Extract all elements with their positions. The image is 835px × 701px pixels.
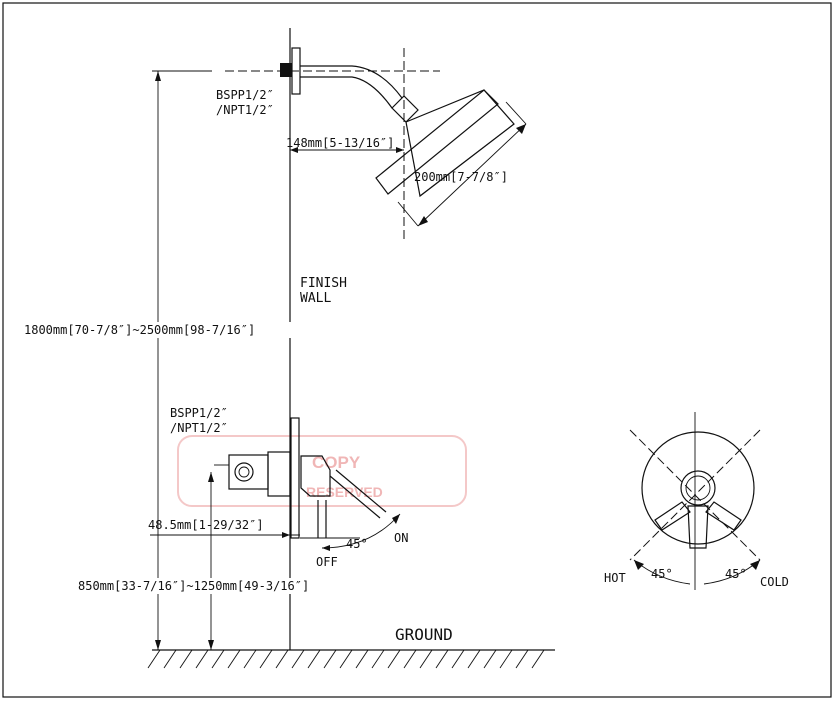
arm-length-label: 148mm[5-13/16″] <box>286 136 394 150</box>
top-thread-label-1: BSPP1/2″ <box>216 88 274 102</box>
on-label: ON <box>394 531 408 545</box>
angle-right-label: 45° <box>725 567 747 581</box>
shower-arm-assembly <box>225 47 440 240</box>
watermark-line-2: RESERVED <box>306 484 383 500</box>
valve-height-label: 850mm[33-7/16″]~1250mm[49-3/16″] <box>78 579 309 593</box>
mid-thread-label-1: BSPP1/2″ <box>170 406 228 420</box>
head-diameter-label: 200mm[7-7/8″] <box>414 170 508 184</box>
valve-height-dimension <box>208 472 214 650</box>
valve-side-view <box>214 417 401 551</box>
valve-depth-label: 48.5mm[1-29/32″] <box>148 518 264 532</box>
shower-height-label: 1800mm[70-7/8″]~2500mm[98-7/16″] <box>24 323 255 337</box>
valve-front-view <box>629 412 761 590</box>
arm-length-dimension <box>290 147 404 153</box>
off-label: OFF <box>316 555 338 569</box>
valve-angle-label: 45° <box>346 537 368 551</box>
ground-hatch <box>147 649 555 669</box>
finish-label: FINISH <box>300 276 347 291</box>
angle-left-label: 45° <box>651 567 673 581</box>
mid-thread-label-2: /NPT1/2″ <box>170 421 228 435</box>
shower-head <box>375 89 527 227</box>
cold-label: COLD <box>760 575 789 589</box>
valve-depth-dimension <box>150 532 300 538</box>
shower-height-dimension <box>152 70 212 650</box>
ground-label: GROUND <box>395 625 453 644</box>
watermark-line-1: COPY <box>312 453 361 472</box>
top-thread-label-2: /NPT1/2″ <box>216 103 274 117</box>
wall-label: WALL <box>300 291 331 306</box>
hot-label: HOT <box>604 571 626 585</box>
